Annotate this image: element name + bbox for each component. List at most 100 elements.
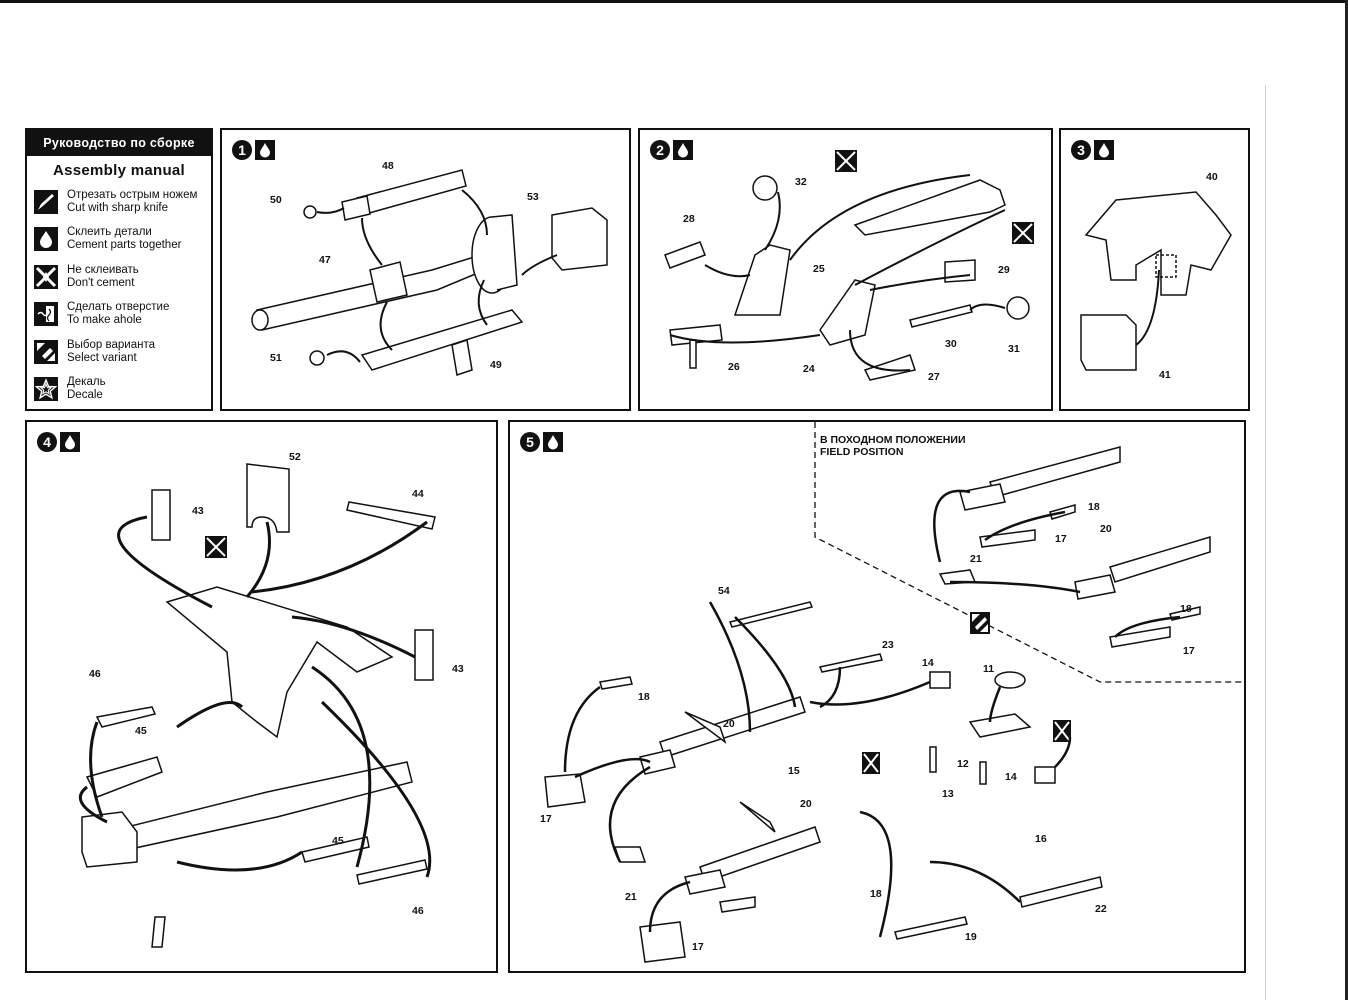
- part-label: 30: [945, 338, 957, 350]
- part-label: 49: [490, 359, 502, 371]
- no-cement-icon: [34, 264, 58, 289]
- glue-drop-icon: [34, 227, 58, 252]
- step-2-panel: 2 32 28: [638, 128, 1053, 411]
- part-26-post: [689, 339, 697, 369]
- part-51-handwheel: [309, 350, 325, 366]
- part-label: 18: [638, 691, 650, 703]
- part-54: [728, 601, 814, 628]
- shield-assembly: [165, 586, 394, 739]
- step-1-diagram: 48 50 53 47 51 49: [251, 160, 608, 376]
- part-label: 31: [1008, 343, 1020, 355]
- step-4-panel: 4: [25, 420, 498, 973]
- part-label: 21: [970, 553, 982, 565]
- part-label: 18: [1088, 501, 1100, 513]
- step-2-diagram: 32 28 25 29 26 24 30 31 27: [664, 150, 1034, 383]
- part-26-plate: [669, 324, 723, 346]
- part-label: 24: [803, 363, 815, 375]
- part-label: 15: [788, 765, 800, 777]
- legend-text-en: Cement parts together: [67, 239, 182, 252]
- inset-part-17: [979, 529, 1036, 548]
- part-28-cylinder: [664, 241, 706, 269]
- page-top-edge: [0, 0, 1348, 3]
- part-label: 16: [1035, 833, 1047, 845]
- part-14: [929, 671, 951, 689]
- part-53-box: [551, 207, 608, 271]
- part-label: 50: [270, 194, 282, 206]
- part-41-box: [1080, 314, 1137, 371]
- part-label: 44: [412, 488, 424, 500]
- legend-panel: Руководство по сборке Assembly manual От…: [25, 128, 213, 411]
- step-number: 4: [37, 432, 57, 452]
- inset-part-17-b: [1109, 626, 1171, 648]
- part-label: 43: [192, 505, 204, 517]
- legend-text-ru: Отрезать острым ножем: [67, 188, 198, 201]
- step-4-header: 4: [37, 432, 80, 452]
- part-22: [1019, 876, 1103, 908]
- part-label: 27: [928, 371, 940, 383]
- part-label: 14: [1005, 771, 1017, 783]
- part-label: 18: [870, 888, 882, 900]
- part-23: [818, 653, 883, 673]
- glue-drop-icon: [673, 140, 693, 160]
- glue-drop-icon: [60, 432, 80, 452]
- legend-text-en: Don't cement: [67, 276, 135, 289]
- part-label: 18: [1180, 603, 1192, 615]
- part-47-collar: [369, 261, 408, 303]
- part-label: 45: [332, 835, 344, 847]
- part-label: 17: [1055, 533, 1067, 545]
- part-18: [599, 676, 633, 690]
- breech-side: [491, 214, 518, 291]
- page-right-edge: [1345, 0, 1348, 1000]
- part-52: [246, 463, 290, 533]
- page-fold-line: [1265, 85, 1266, 1000]
- step-5-diagram: 54 23 14 11 18 20 15 12 17 13 14 21 20 1…: [540, 422, 1244, 963]
- inset-bracket-upper: [959, 483, 1006, 511]
- field-position-divider: [814, 422, 1244, 683]
- part-label: 21: [625, 891, 637, 903]
- part-label: 43: [452, 663, 464, 675]
- part-48-end: [341, 195, 371, 221]
- legend-text-ru: Не склеивать: [67, 263, 139, 276]
- breech-block: [81, 811, 138, 868]
- drill-hole-icon: [34, 302, 58, 327]
- part-50-knob: [303, 205, 317, 219]
- part-29: [944, 259, 976, 283]
- legend-text-ru: Склеить детали: [67, 226, 152, 239]
- part-label: 26: [728, 361, 740, 373]
- part-label: 52: [289, 451, 301, 463]
- part-46-left: [85, 756, 163, 798]
- part-20: [684, 711, 727, 745]
- part-31: [1006, 296, 1030, 320]
- part-labels: 40 41: [1159, 171, 1218, 381]
- part-label: 46: [89, 668, 101, 680]
- step-number: 2: [650, 140, 670, 160]
- part-label: 32: [795, 176, 807, 188]
- field-note-en: FIELD POSITION: [820, 446, 904, 458]
- mount-post: [151, 916, 166, 948]
- field-note-ru: В ПОХОДНОМ ПОЛОЖЕНИИ: [820, 434, 966, 446]
- glue-drop-icon: [543, 432, 563, 452]
- part-25-bracket: [733, 244, 791, 316]
- step-3-panel: 3 40 41: [1059, 128, 1250, 411]
- part-label: 40: [1206, 171, 1218, 183]
- part-labels: 52 43 44 43 46 45 45 46: [89, 451, 464, 917]
- part-label: 11: [983, 663, 994, 675]
- part-12: [968, 713, 1032, 738]
- part-label: 19: [965, 931, 977, 943]
- part-49-cradle: [360, 309, 524, 371]
- part-label: 13: [942, 788, 954, 800]
- step-number: 1: [232, 140, 252, 160]
- part-labels: 32 28 25 29 26 24 30 31 27: [683, 176, 1020, 383]
- part-label: 45: [135, 725, 147, 737]
- step-1-header: 1: [232, 140, 275, 160]
- part-label: 51: [270, 352, 282, 364]
- inset-bracket-lower: [1074, 574, 1116, 600]
- inset-trail-lower: [1109, 535, 1211, 583]
- part-label: 20: [800, 798, 812, 810]
- legend-text-en: Decale: [67, 389, 103, 402]
- part-48-tube: [356, 169, 467, 216]
- part-19: [894, 916, 968, 940]
